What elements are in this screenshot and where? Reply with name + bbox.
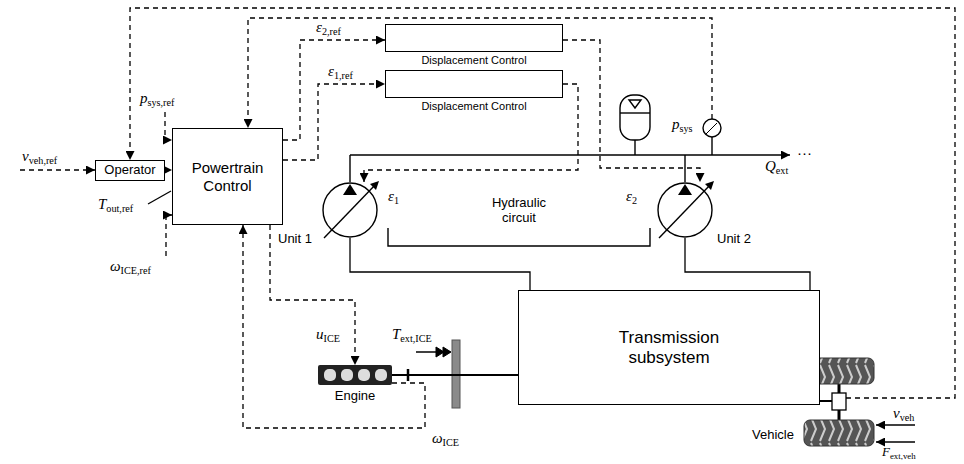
signal-name: ωICE,ref <box>110 258 151 277</box>
signal-name: vveh,ref <box>22 148 57 167</box>
signal-name: psys <box>672 116 693 135</box>
box-label: Powertrain Control <box>178 159 278 194</box>
line-art <box>876 424 915 425</box>
line-art <box>388 228 650 246</box>
signal-name: ε1 <box>388 188 399 207</box>
controller-block <box>385 70 563 98</box>
block-caption: Displacement Control <box>385 100 563 113</box>
text-label: ··· <box>797 144 812 161</box>
controller-block <box>385 24 563 52</box>
mechanical-connector <box>350 238 530 290</box>
signal-connector <box>270 225 355 365</box>
signal-name: ε1,ref <box>328 63 353 82</box>
signal-connector <box>364 84 578 182</box>
engine-label: Engine <box>318 389 392 404</box>
signal-name: Tout,ref <box>98 196 133 215</box>
line-art <box>148 191 171 204</box>
unit-label: Unit 1 <box>278 232 312 247</box>
line-art <box>436 347 451 357</box>
line-art <box>832 393 846 410</box>
signal-name: ε2,ref <box>316 19 341 38</box>
text-label: Vehicle <box>752 428 794 443</box>
line-art <box>165 112 172 140</box>
vehicle <box>804 358 915 446</box>
engine-icon: Engine <box>318 365 392 405</box>
block-caption: Displacement Control <box>385 54 563 67</box>
line-art <box>703 119 721 137</box>
signal-name: Qext <box>765 158 788 177</box>
unit-label: Unit 2 <box>717 232 751 247</box>
line-art <box>876 441 915 442</box>
hydraulic-unit: Unit 1 <box>322 182 378 238</box>
control-box: Powertrain Control <box>172 128 283 225</box>
displacement-control-box: Displacement Control <box>385 70 563 112</box>
signal-name: psys,ref <box>140 90 174 109</box>
signal-name: ωICE <box>432 430 459 449</box>
signal-connector <box>243 225 425 428</box>
line-art <box>634 140 635 155</box>
operator-box: Operator <box>95 160 165 181</box>
box-label: Transmission subsystem <box>599 328 739 367</box>
line-art <box>620 95 650 140</box>
line-art <box>712 154 790 155</box>
line-art <box>804 420 874 446</box>
transmission-box: Transmission subsystem <box>518 290 820 405</box>
line-art <box>820 400 832 402</box>
signal-connector <box>283 40 385 140</box>
signal-name: ε2 <box>626 188 637 207</box>
line-art <box>711 137 712 155</box>
signal-name: Text,ICE <box>392 326 432 345</box>
signal-name: vveh <box>893 405 914 424</box>
signal-connector <box>165 169 172 170</box>
line-art <box>620 112 650 113</box>
box-label: Operator <box>104 163 155 178</box>
pump-motor-symbol <box>657 182 713 238</box>
line-art <box>350 154 712 155</box>
line-art <box>629 100 641 108</box>
line-art <box>706 123 717 134</box>
displacement-control-box: Displacement Control <box>385 24 563 66</box>
engine-symbol <box>318 365 392 385</box>
signal-name: Fext,veh <box>882 445 916 461</box>
line-art <box>349 155 350 182</box>
signal-name: uICE <box>316 326 340 345</box>
hydraulic-unit: Unit 2 <box>657 182 713 238</box>
text-label: Hydraulic circuit <box>480 196 558 226</box>
pump-motor-symbol <box>322 182 378 238</box>
line-art <box>684 155 685 182</box>
line-art <box>20 169 95 170</box>
signal-connector <box>283 84 385 160</box>
mechanical-connector <box>392 374 518 376</box>
signal-connector <box>563 40 700 182</box>
